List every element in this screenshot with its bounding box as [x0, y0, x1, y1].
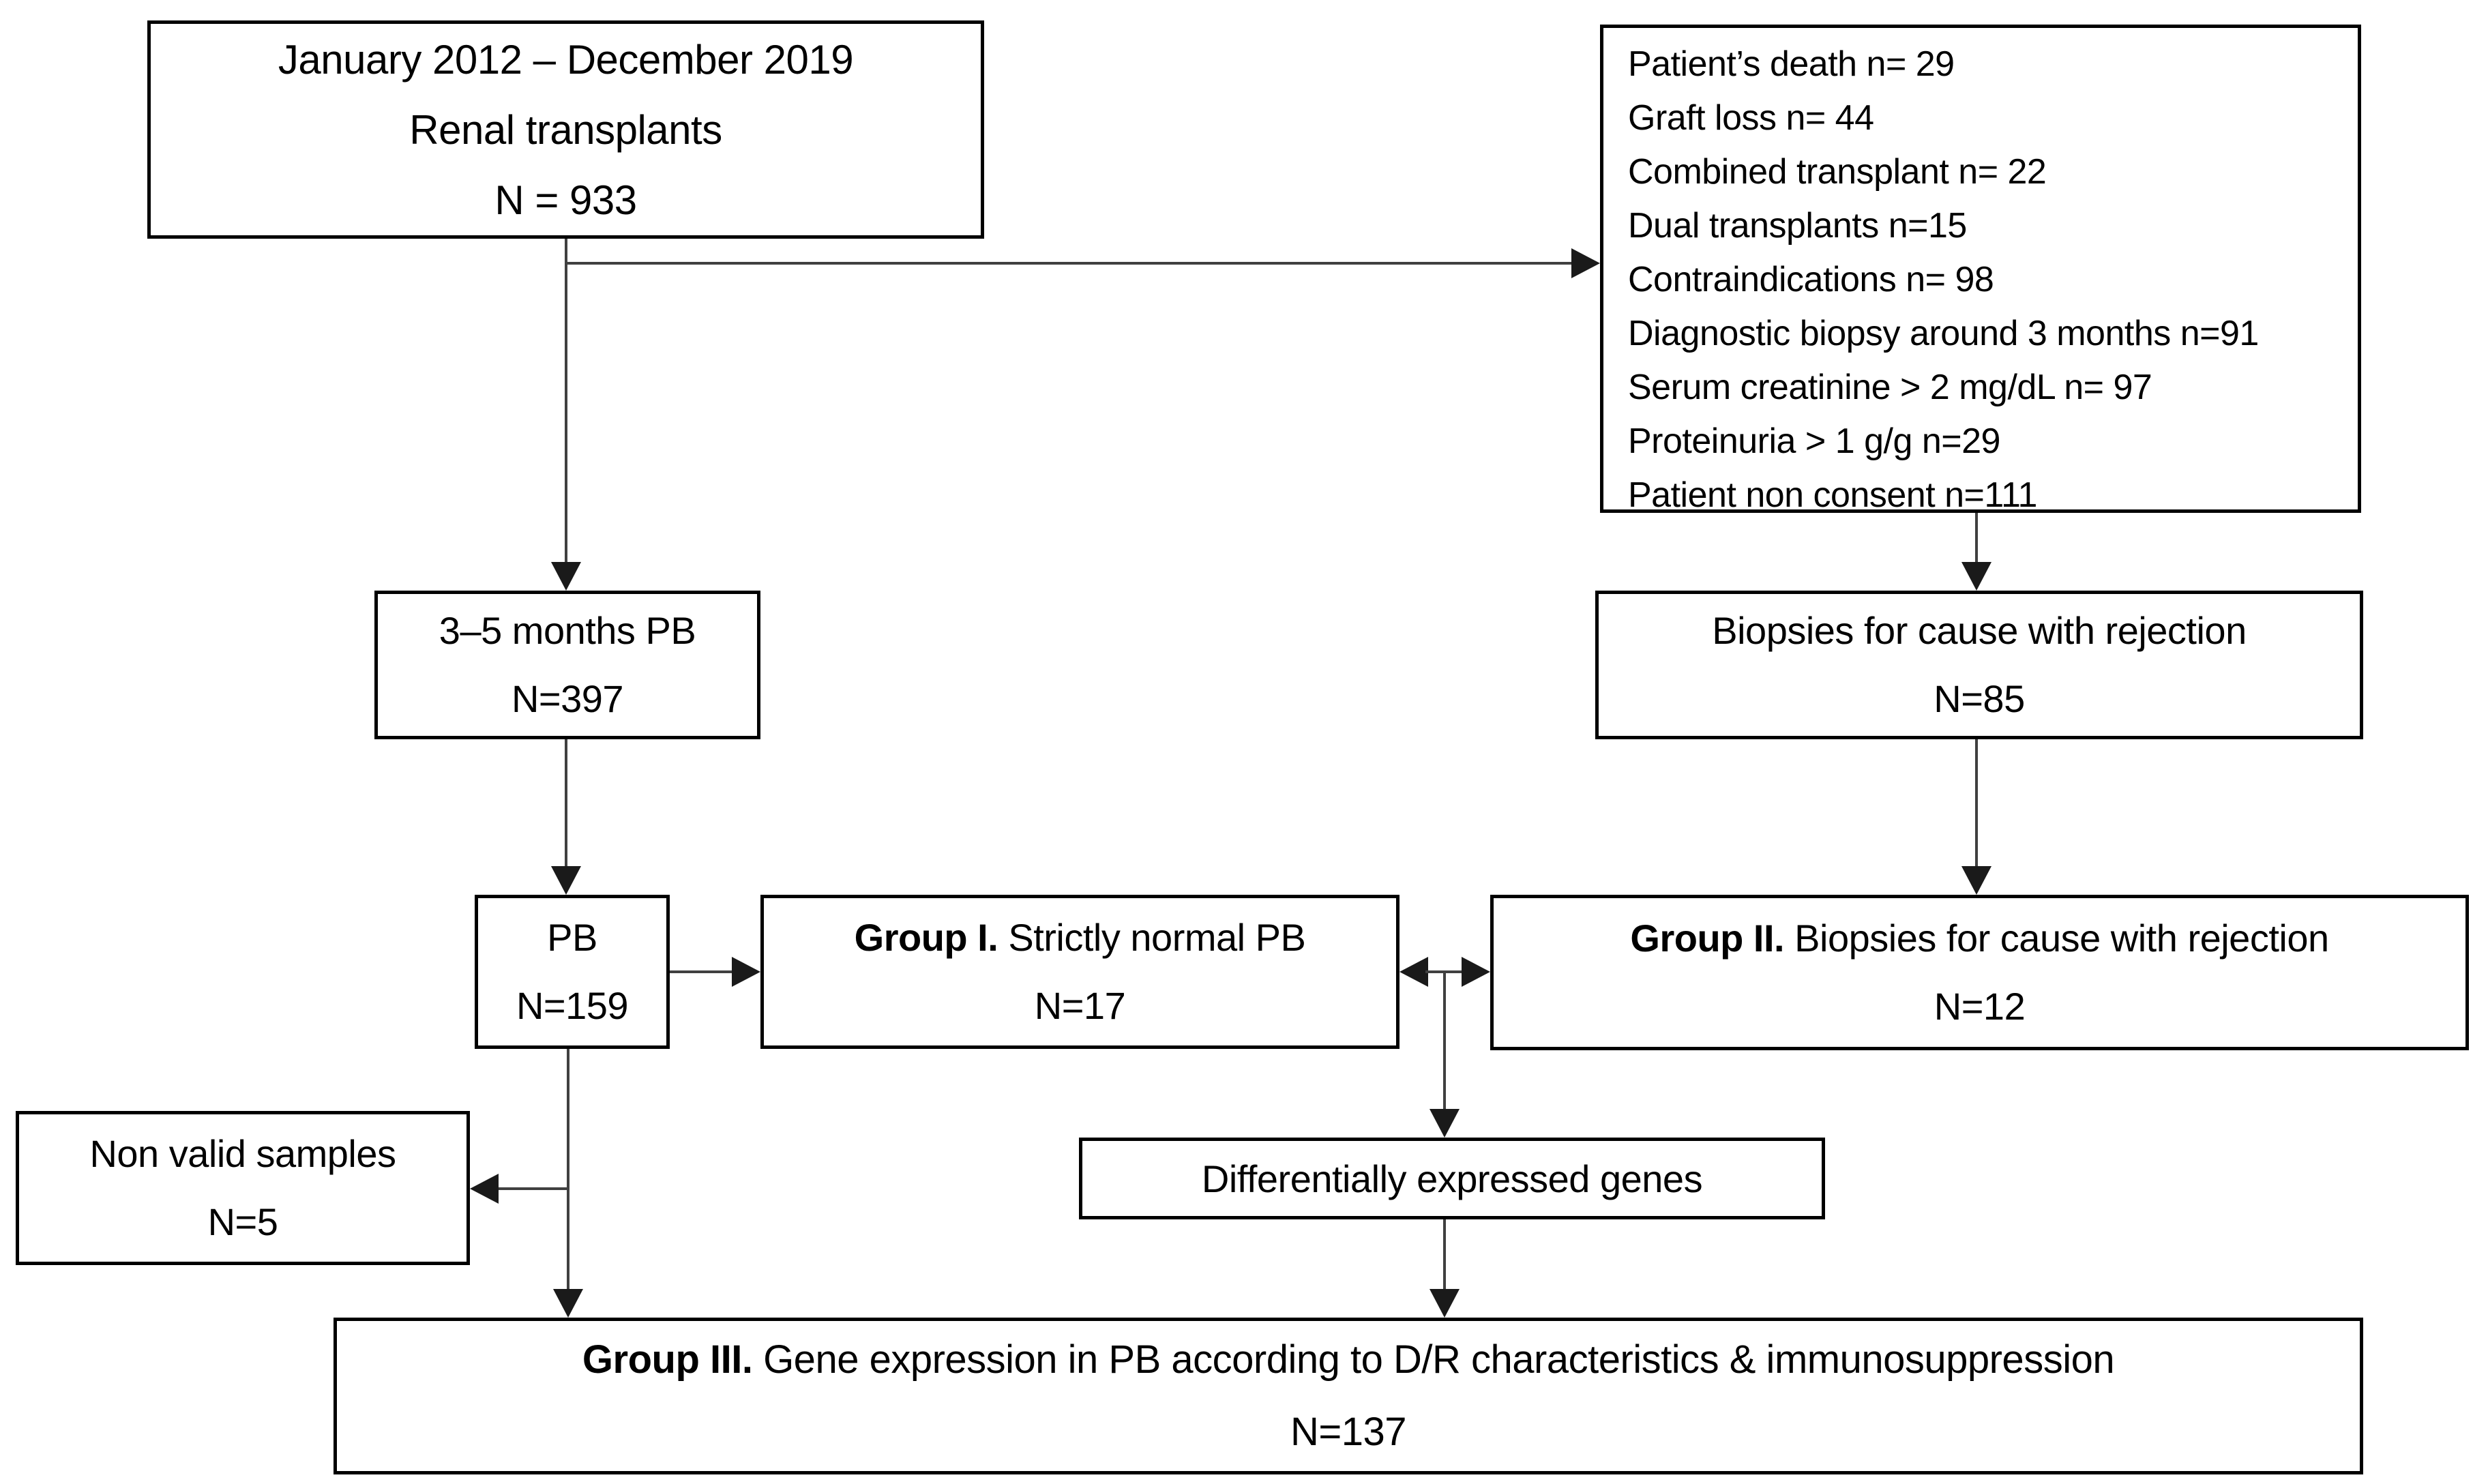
nonvalid-title: Non valid samples	[89, 1132, 396, 1175]
exclusion-item: Serum creatinine > 2 mg/dL n= 97	[1628, 368, 2152, 407]
arrowhead-into-pb159	[551, 866, 581, 895]
connector-renal-to-pb35	[565, 239, 567, 566]
arrowhead-into-pb35	[551, 562, 581, 591]
connector-exclusions-to-biopsies85	[1975, 513, 1978, 565]
pb159-title: PB	[547, 916, 597, 959]
group2-label: Group II.	[1630, 917, 1785, 960]
group2-text: Biopsies for cause with rejection	[1784, 917, 2329, 960]
arrowhead-into-group1-right	[1400, 957, 1428, 987]
box-group-2: Group II. Biopsies for cause with reject…	[1490, 895, 2469, 1050]
box-differentially-expressed-genes: Differentially expressed genes	[1079, 1138, 1825, 1219]
arrowhead-into-biopsies85	[1961, 562, 1991, 591]
box-non-valid-samples: Non valid samples N=5	[16, 1111, 470, 1265]
group2-n: N=12	[1934, 985, 2026, 1028]
box-pb-3-5-months: 3–5 months PB N=397	[374, 591, 760, 739]
renal-period: January 2012 – December 2019	[278, 36, 854, 83]
biopsies85-n: N=85	[1934, 677, 2025, 720]
group3-text: Gene expression in PB according to D/R c…	[752, 1337, 2115, 1382]
arrowhead-into-deg	[1430, 1109, 1460, 1138]
arrowhead-into-group3-left	[553, 1289, 583, 1318]
group1-text: Strictly normal PB	[998, 916, 1306, 959]
connector-biopsies85-to-group2	[1975, 739, 1978, 869]
biopsies85-title: Biopsies for cause with rejection	[1712, 609, 2247, 652]
box-renal-transplants: January 2012 – December 2019 Renal trans…	[147, 20, 984, 239]
group1-label: Group I.	[854, 916, 998, 959]
connector-groups-to-deg	[1443, 972, 1446, 1110]
group3-title: Group III. Gene expression in PB accordi…	[582, 1324, 2115, 1396]
group3-label: Group III.	[582, 1337, 753, 1382]
exclusion-item: Dual transplants n=15	[1628, 206, 1967, 246]
connector-deg-to-group3	[1443, 1219, 1446, 1290]
connector-branch-to-nonvalid	[499, 1187, 568, 1190]
box-biopsies-rejection-85: Biopsies for cause with rejection N=85	[1595, 591, 2363, 739]
connector-pb159-to-group3	[567, 1049, 569, 1290]
renal-title: Renal transplants	[409, 106, 722, 153]
box-pb-159: PB N=159	[475, 895, 670, 1049]
exclusion-item: Proteinuria > 1 g/g n=29	[1628, 421, 2000, 461]
group1-title: Group I. Strictly normal PB	[855, 904, 1306, 972]
connector-pb35-to-pb159	[565, 739, 567, 869]
pb159-n: N=159	[516, 984, 629, 1027]
arrowhead-into-exclusions	[1571, 248, 1600, 278]
exclusion-item: Diagnostic biopsy around 3 months n=91	[1628, 314, 2259, 353]
deg-title: Differentially expressed genes	[1201, 1157, 1703, 1200]
box-exclusions: Patient’s death n= 29 Graft loss n= 44 C…	[1600, 25, 2361, 515]
arrowhead-into-group3-right	[1430, 1289, 1460, 1318]
arrowhead-into-nonvalid	[470, 1174, 499, 1204]
exclusion-item: Combined transplant n= 22	[1628, 152, 2047, 192]
connector-pb159-to-group1	[670, 970, 732, 973]
pb35-n: N=397	[511, 677, 624, 720]
arrowhead-into-group2	[1961, 866, 1991, 895]
exclusion-item: Contraindications n= 98	[1628, 260, 1994, 299]
group3-n: N=137	[1290, 1410, 1407, 1454]
nonvalid-n: N=5	[207, 1200, 278, 1243]
arrowhead-into-group1	[732, 957, 760, 987]
box-group-1: Group I. Strictly normal PB N=17	[760, 895, 1400, 1049]
exclusion-item: Graft loss n= 44	[1628, 98, 1874, 138]
connector-branch-to-exclusions	[565, 262, 1571, 265]
group1-n: N=17	[1034, 984, 1126, 1027]
exclusion-item: Patient non consent n=111	[1628, 475, 2037, 515]
box-group-3: Group III. Gene expression in PB accordi…	[334, 1318, 2363, 1474]
renal-n: N = 933	[494, 177, 637, 223]
arrowhead-into-group2-left	[1462, 957, 1490, 987]
exclusion-item: Patient’s death n= 29	[1628, 44, 1955, 84]
group2-title: Group II. Biopsies for cause with reject…	[1630, 904, 2329, 973]
pb35-title: 3–5 months PB	[439, 609, 696, 652]
